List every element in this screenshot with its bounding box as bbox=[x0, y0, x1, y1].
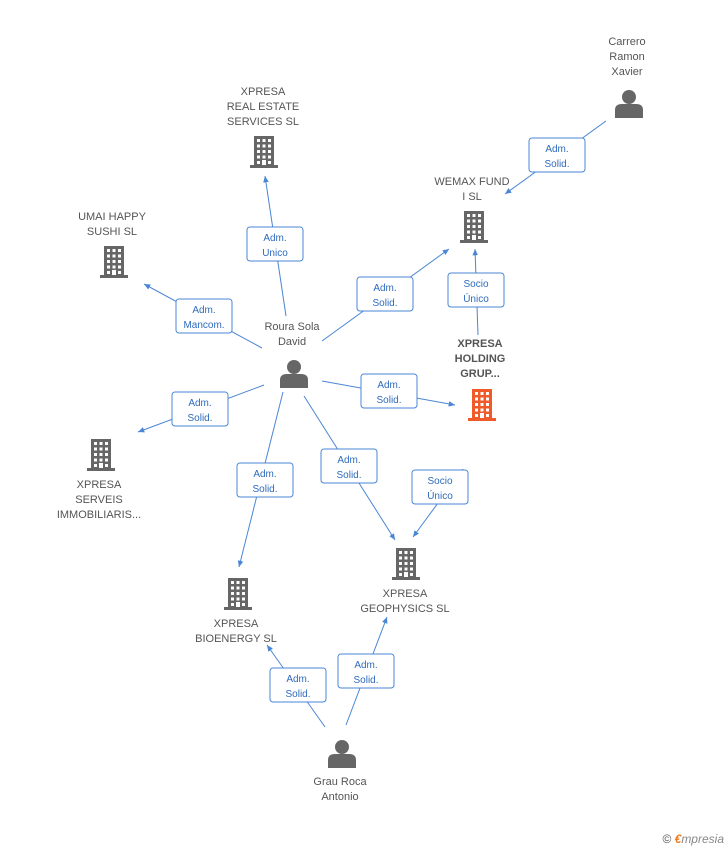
node-label: WEMAX FUND bbox=[434, 176, 509, 188]
node-label: David bbox=[278, 336, 306, 348]
edge-label-text: Solid. bbox=[187, 413, 212, 424]
edge-label-text: Adm. bbox=[253, 469, 276, 480]
node-label: Xavier bbox=[611, 66, 643, 78]
edge-label-box[interactable] bbox=[236, 462, 294, 498]
building-icon bbox=[224, 578, 252, 610]
edge-label-text: Adm. bbox=[286, 674, 309, 685]
edge-grau-to-geophysics: Adm. Solid. bbox=[337, 616, 395, 726]
node-label: Grau Roca bbox=[313, 776, 367, 788]
brand-name: mpresia bbox=[681, 832, 724, 846]
node-label: Ramon bbox=[609, 51, 644, 63]
edge-label-text: Socio bbox=[427, 476, 452, 487]
node-label: Carrero bbox=[608, 36, 645, 48]
building-icon bbox=[250, 136, 278, 168]
node-label: Roura Sola bbox=[264, 321, 320, 333]
node-label: XPRESA bbox=[77, 479, 122, 491]
node-label: UMAI HAPPY bbox=[78, 211, 147, 223]
edge-label-box[interactable] bbox=[171, 391, 229, 427]
person-icon bbox=[328, 740, 356, 768]
edge-label-box[interactable] bbox=[175, 298, 233, 334]
building-icon bbox=[87, 439, 115, 471]
edge-label-text: Solid. bbox=[285, 689, 310, 700]
node-label: SERVICES SL bbox=[227, 116, 299, 128]
edge-label-box[interactable] bbox=[447, 272, 505, 308]
building-icon bbox=[100, 246, 128, 278]
node-label: SUSHI SL bbox=[87, 226, 137, 238]
edge-roura-to-umai: Adm. Mancom. bbox=[143, 283, 263, 349]
company-node-umai[interactable]: UMAI HAPPY SUSHI SL bbox=[78, 211, 147, 278]
node-label: XPRESA bbox=[241, 86, 286, 98]
edge-label-box[interactable] bbox=[269, 667, 327, 703]
node-label: BIOENERGY SL bbox=[195, 633, 277, 645]
edge-label-text: Solid. bbox=[544, 159, 569, 170]
person-icon bbox=[280, 360, 308, 388]
node-label: I SL bbox=[462, 191, 482, 203]
edge-label-text: Adm. bbox=[192, 305, 215, 316]
edge-label-box[interactable] bbox=[337, 653, 395, 689]
edge-roura-to-holding: Adm. Solid. bbox=[321, 373, 456, 409]
edge-roura-to-bioenergy: Adm. Solid. bbox=[236, 391, 294, 568]
company-node-bioenergy[interactable]: XPRESA BIOENERGY SL bbox=[195, 578, 277, 645]
node-label: XPRESA bbox=[214, 618, 259, 630]
edge-label-box[interactable] bbox=[246, 226, 304, 262]
node-label: GEOPHYSICS SL bbox=[360, 603, 449, 615]
edge-label-text: Solid. bbox=[353, 675, 378, 686]
edge-roura-to-serveis: Adm. Solid. bbox=[137, 384, 265, 433]
edge-label-text: Solid. bbox=[372, 298, 397, 309]
edge-label-text: Adm. bbox=[263, 233, 286, 244]
node-label: HOLDING bbox=[455, 353, 506, 365]
edge-roura-to-realestate: Adm. Unico bbox=[246, 175, 304, 317]
company-node-serveis[interactable]: XPRESA SERVEIS IMMOBILIARIS... bbox=[57, 439, 141, 521]
edge-label-box[interactable] bbox=[320, 448, 378, 484]
company-node-wemax[interactable]: WEMAX FUND I SL bbox=[434, 176, 510, 243]
edge-label-text: Solid. bbox=[252, 484, 277, 495]
node-label: Antonio bbox=[321, 791, 358, 803]
company-node-holding[interactable]: XPRESA HOLDING GRUP... bbox=[455, 338, 506, 421]
edge-label-box[interactable] bbox=[356, 276, 414, 312]
edge-label-text: Único bbox=[463, 292, 489, 305]
edge-label-text: Adm. bbox=[354, 660, 377, 671]
edge-label-text: Único bbox=[427, 489, 453, 502]
person-icon bbox=[615, 90, 643, 118]
building-icon bbox=[460, 211, 488, 243]
empresia-watermark: © €mpresia bbox=[662, 832, 724, 846]
building-icon bbox=[468, 389, 496, 421]
edge-roura-to-geophysics: Adm. Solid. bbox=[303, 395, 396, 541]
edge-label-text: Solid. bbox=[376, 395, 401, 406]
edge-label-text: Solid. bbox=[336, 470, 361, 481]
company-node-realestate[interactable]: XPRESA REAL ESTATE SERVICES SL bbox=[227, 86, 300, 168]
edge-roura-to-wemax: Adm. Solid. bbox=[321, 248, 450, 342]
edge-label-box[interactable] bbox=[528, 137, 586, 173]
edges-layer: Adm.Solid.Adm.UnicoAdm.Mancom.Adm.Solid.… bbox=[137, 120, 607, 728]
node-label: GRUP... bbox=[460, 368, 500, 380]
edge-label-text: Socio bbox=[463, 279, 488, 290]
edge-label-text: Adm. bbox=[337, 455, 360, 466]
node-label: XPRESA bbox=[383, 588, 428, 600]
edge-label-text: Adm. bbox=[188, 398, 211, 409]
edge-label-box[interactable] bbox=[411, 469, 469, 505]
building-icon bbox=[392, 548, 420, 580]
company-node-geophysics[interactable]: XPRESA GEOPHYSICS SL bbox=[360, 548, 450, 615]
edge-label-text: Unico bbox=[262, 248, 288, 259]
brand-initial: € bbox=[674, 832, 682, 846]
edge-label-text: Mancom. bbox=[183, 320, 224, 331]
edge-label-box[interactable] bbox=[360, 373, 418, 409]
edge-carrero-to-wemax: Adm. Solid. bbox=[504, 120, 607, 195]
edge-grau-to-bioenergy: Adm. Solid. bbox=[266, 644, 327, 728]
node-label: IMMOBILIARIS... bbox=[57, 509, 141, 521]
edge-label-text: Adm. bbox=[545, 144, 568, 155]
node-label: REAL ESTATE bbox=[227, 101, 300, 113]
edge-label-text: Adm. bbox=[373, 283, 396, 294]
copyright-symbol: © bbox=[662, 832, 672, 846]
node-label: XPRESA bbox=[457, 338, 502, 350]
node-label: SERVEIS bbox=[75, 494, 123, 506]
edge-label-text: Adm. bbox=[377, 380, 400, 391]
